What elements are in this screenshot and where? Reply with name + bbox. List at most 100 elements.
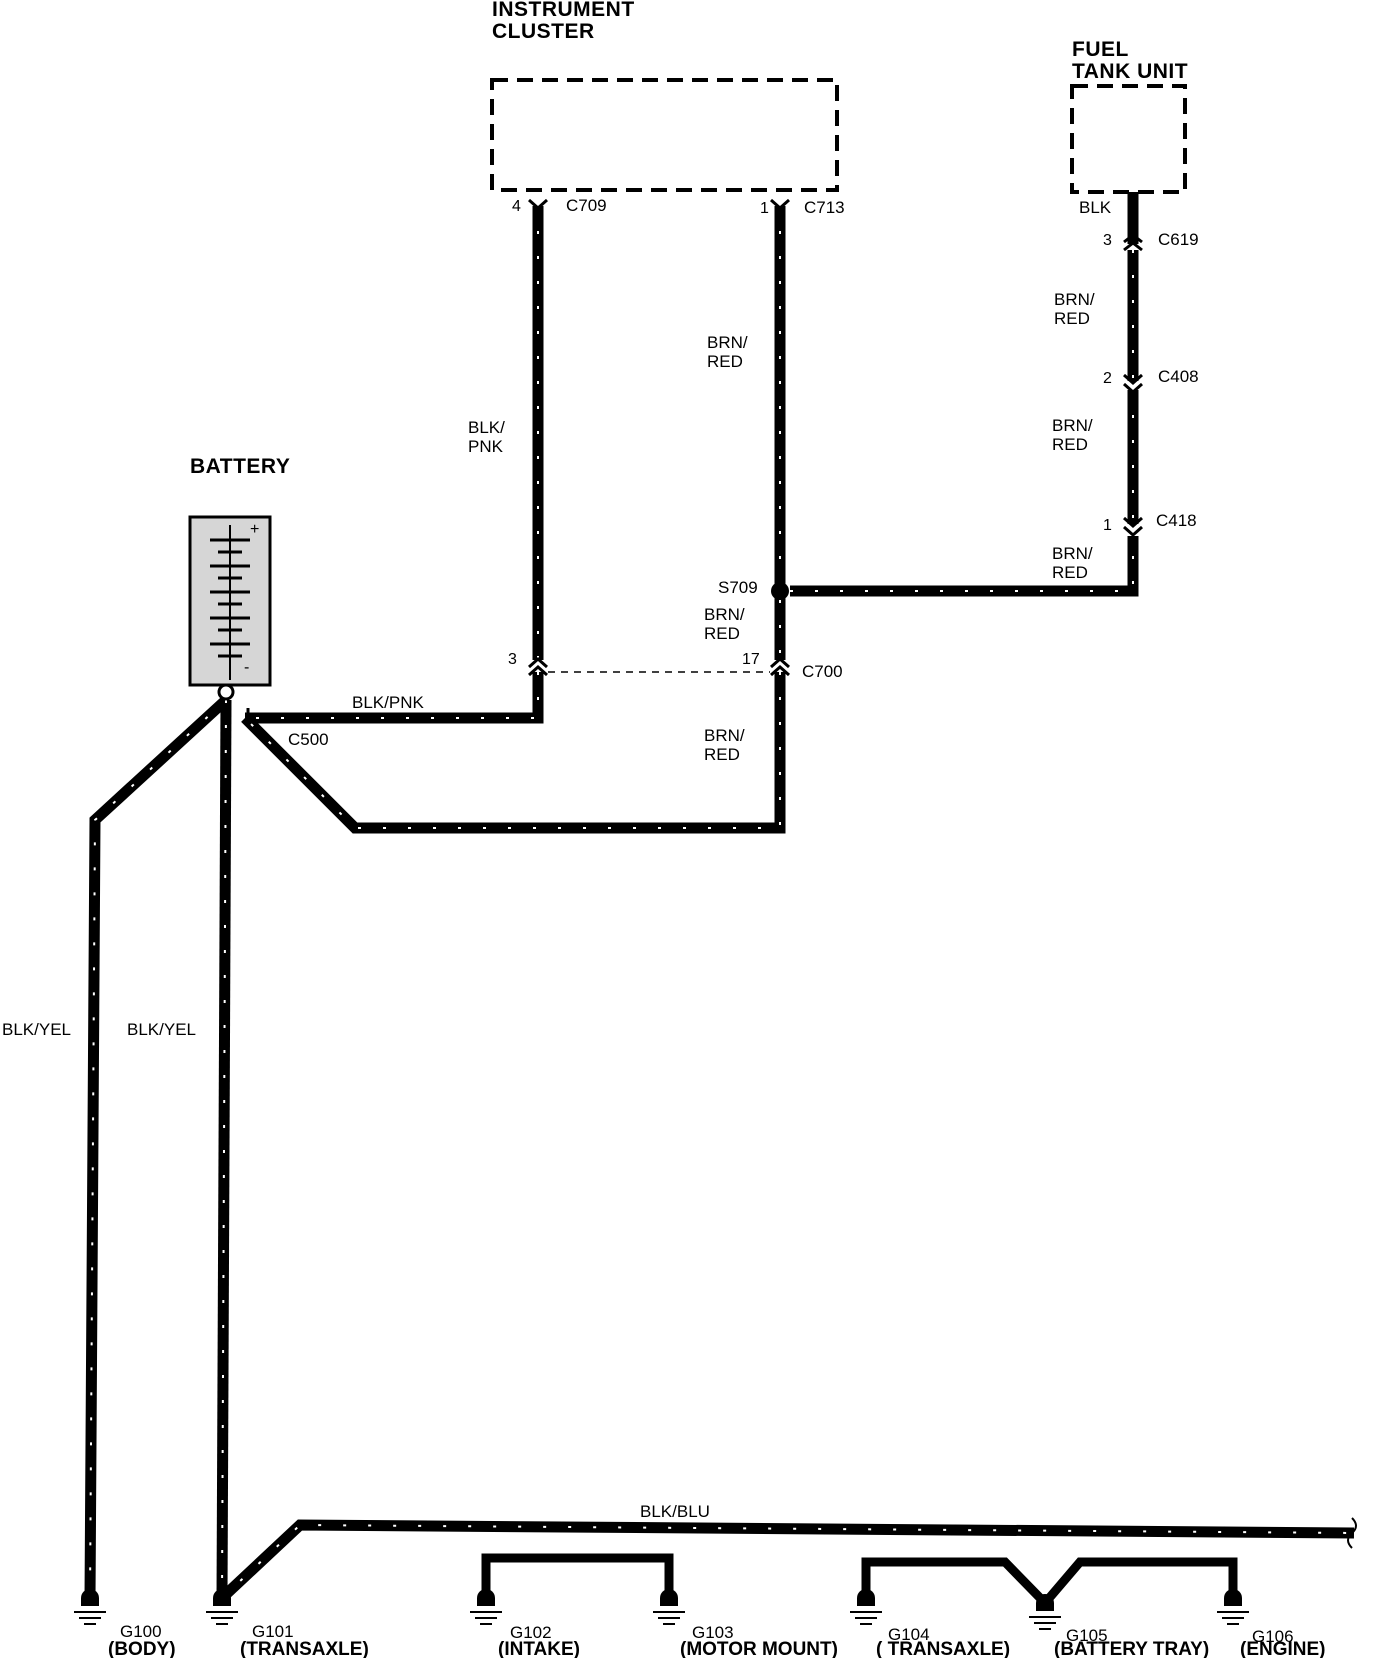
c713-label: C713 xyxy=(804,198,845,217)
wire-label-brn-red-cluster-2: RED xyxy=(707,352,743,371)
ground-g104-location: ( TRANSAXLE) xyxy=(876,1639,1010,1658)
wire-label-blk-pnk-horizontal: BLK/PNK xyxy=(352,693,424,712)
c700-right-pin: 17 xyxy=(742,651,760,668)
ground-g102-id: G102 xyxy=(510,1623,552,1642)
ground-g102: G102(INTAKE) xyxy=(470,1589,580,1658)
ground-g103-id: G103 xyxy=(692,1623,734,1642)
wires xyxy=(84,192,1355,1610)
ground-g106-icon xyxy=(1217,1611,1249,1625)
c700-left-chevron-lower-icon xyxy=(528,664,548,677)
ground-g100-icon xyxy=(74,1611,106,1625)
c713-pin: 1 xyxy=(760,200,769,217)
c709-label: C709 xyxy=(566,196,607,215)
c418-pin: 1 xyxy=(1103,517,1112,534)
wire-label-blk-pnk-2: PNK xyxy=(468,437,504,456)
wire-blk-yel-left xyxy=(84,695,230,1599)
wire-brn-red-splice xyxy=(790,536,1139,597)
ground-g100-location: (BODY) xyxy=(108,1639,176,1658)
wire-label-brn-red-c408-1: BRN/ xyxy=(1052,416,1093,435)
connector-chevrons xyxy=(246,198,1143,718)
connector-labels: 4 C709 1 C713 3 C619 2 C408 1 C418 3 17 … xyxy=(288,196,1199,749)
wire-label-brn-red-c408-2: RED xyxy=(1052,435,1088,454)
s709-splice-dot xyxy=(771,582,789,600)
ground-g105-icon xyxy=(1029,1616,1061,1630)
ground-g104-id: G104 xyxy=(888,1625,930,1644)
c408-pin: 2 xyxy=(1103,370,1112,387)
c709-chevron-icon xyxy=(528,198,548,211)
s709-label: S709 xyxy=(718,578,758,597)
c709-pin: 4 xyxy=(512,198,521,215)
ground-g103: G103(MOTOR MOUNT) xyxy=(653,1589,838,1658)
c619-pin: 3 xyxy=(1103,232,1112,249)
fuel-tank-unit-label-1: FUEL xyxy=(1072,38,1129,61)
ground-g100-id: G100 xyxy=(120,1622,162,1641)
c619-chevron-lower-icon xyxy=(1123,241,1143,252)
wire-label-brn-red-s709-1: BRN/ xyxy=(704,605,745,624)
wire-color-labels: BLK BRN/ RED BRN/ RED BRN/ RED BRN/ RED … xyxy=(2,198,1112,1521)
ground-g103-icon xyxy=(653,1611,685,1625)
wire-label-brn-red-c619-1: BRN/ xyxy=(1054,290,1095,309)
c713-chevron-icon xyxy=(770,198,790,211)
battery-minus-sign: - xyxy=(244,659,249,676)
ground-g103-location: (MOTOR MOUNT) xyxy=(680,1639,838,1658)
battery-terminal-icon xyxy=(217,683,235,701)
ground-g105-terminal-icon xyxy=(1036,1594,1054,1611)
wire-label-brn-red-s709-2: RED xyxy=(704,624,740,643)
ground-g106-terminal-icon xyxy=(1224,1589,1242,1606)
wire-label-brn-red-cluster-1: BRN/ xyxy=(707,333,748,352)
c418-chevron-upper-icon xyxy=(1123,516,1143,529)
instrument-cluster: INSTRUMENT CLUSTER xyxy=(490,0,839,192)
battery-plus-sign: + xyxy=(250,521,259,538)
ground-g102-icon xyxy=(470,1611,502,1625)
wire-break-icon xyxy=(1347,1517,1357,1549)
c500-label: C500 xyxy=(288,730,329,749)
wire-blk-pnk-lower xyxy=(245,672,544,724)
wire-label-brn-red-lower-1: BRN/ xyxy=(704,726,745,745)
c418-chevron-lower-icon xyxy=(1123,525,1143,538)
wire-label-blk: BLK xyxy=(1079,198,1112,217)
ground-g105: G105(BATTERY TRAY) xyxy=(1029,1594,1209,1658)
ground-g101-icon xyxy=(206,1611,238,1625)
battery-label: BATTERY xyxy=(190,455,290,478)
wire-label-brn-red-splice-2: RED xyxy=(1052,563,1088,582)
ground-g101: G101(TRANSAXLE) xyxy=(206,1589,369,1658)
ground-g106-location: (ENGINE) xyxy=(1240,1639,1326,1658)
wire-blk-blu xyxy=(218,1519,1355,1603)
c619-label: C619 xyxy=(1158,230,1199,249)
ground-g105-location: (BATTERY TRAY) xyxy=(1054,1639,1209,1658)
c700-label: C700 xyxy=(802,662,843,681)
ground-g100: G100(BODY) xyxy=(74,1589,176,1658)
c700-right-chevron-lower-icon xyxy=(770,664,790,677)
wire-label-brn-red-c619-2: RED xyxy=(1054,309,1090,328)
c408-chevron-upper-icon xyxy=(1123,373,1143,386)
c619-chevron-upper-icon xyxy=(1123,233,1143,244)
c700-right-chevron-upper-icon xyxy=(770,656,790,669)
c700-left-chevron-upper-icon xyxy=(528,656,548,669)
wire-label-blk-yel-left: BLK/YEL xyxy=(2,1020,71,1039)
fuel-tank-unit-label-2: TANK UNIT xyxy=(1072,60,1188,83)
instrument-cluster-label-2: CLUSTER xyxy=(492,20,595,43)
ground-g106: G106(ENGINE) xyxy=(1217,1589,1326,1658)
instrument-cluster-box xyxy=(490,78,839,192)
fuel-tank-unit-box xyxy=(1070,84,1187,194)
ground-g104: G104( TRANSAXLE) xyxy=(850,1589,1010,1658)
wire-label-blk-yel-right: BLK/YEL xyxy=(127,1020,196,1039)
ground-g102-location: (INTAKE) xyxy=(498,1639,580,1658)
wire-label-brn-red-splice-1: BRN/ xyxy=(1052,544,1093,563)
wire-g102-g103-bridge xyxy=(481,1553,674,1598)
battery: BATTERY + - xyxy=(188,455,290,687)
wire-label-blk-blu: BLK/BLU xyxy=(640,1502,710,1521)
ground-g101-location: (TRANSAXLE) xyxy=(240,1639,369,1658)
c418-label: C418 xyxy=(1156,511,1197,530)
fuel-tank-unit: FUEL TANK UNIT xyxy=(1070,38,1188,194)
ground-g100-terminal-icon xyxy=(81,1589,99,1606)
ground-g101-terminal-icon xyxy=(213,1589,231,1606)
c700-left-pin: 3 xyxy=(508,651,517,668)
c408-label: C408 xyxy=(1158,367,1199,386)
ground-g106-id: G106 xyxy=(1252,1627,1294,1646)
ground-g104-icon xyxy=(850,1611,882,1625)
ground-g102-terminal-icon xyxy=(477,1589,495,1606)
wire-blk-yel-right xyxy=(216,699,232,1599)
instrument-cluster-label-1: INSTRUMENT xyxy=(492,0,635,21)
